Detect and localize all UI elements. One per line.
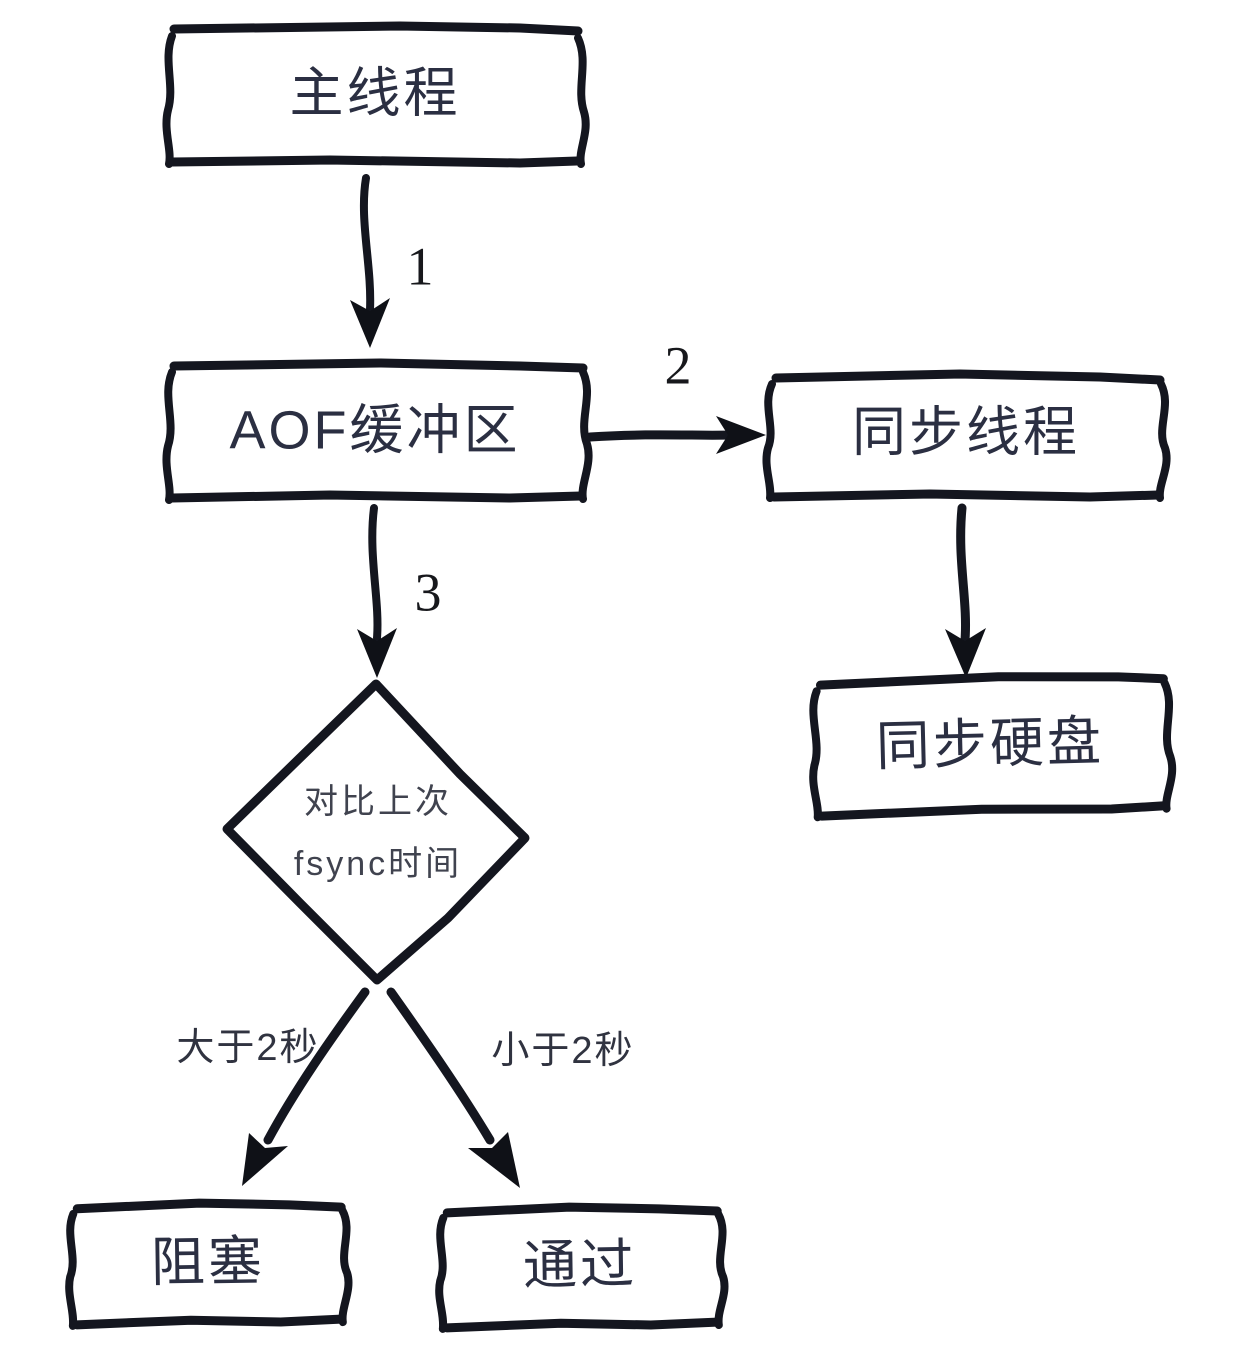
edge-decision-to-pass: 小于2秒: [386, 987, 634, 1188]
main-thread-bottom-edge: [167, 155, 582, 168]
edge-2-label: 2: [665, 335, 692, 395]
aof-buffer-bottom-edge: [167, 490, 586, 503]
edge-3-label: 3: [415, 562, 442, 622]
edge-block-arrowhead: [242, 1133, 288, 1186]
edge-buffer-to-sync-thread: 2: [585, 335, 766, 454]
compare-fsync-label-line1: 对比上次: [304, 783, 452, 821]
sync-disk-left-edge: [809, 687, 822, 822]
edge-pass-line: [386, 987, 495, 1145]
aof-buffer-left-edge: [162, 368, 176, 504]
edge-pass-arrowhead: [468, 1132, 520, 1188]
pass-top-edge: [442, 1202, 722, 1218]
sync-disk-right-edge: [1160, 678, 1177, 813]
node-sync-disk[interactable]: 同步硬盘: [809, 672, 1177, 822]
block-bottom-edge: [72, 1314, 346, 1330]
compare-fsync-label-line2: fsync时间: [294, 845, 462, 883]
pass-bottom-edge: [442, 1317, 722, 1333]
aof-buffer-label: AOF缓冲区: [229, 400, 520, 460]
block-right-edge: [338, 1206, 353, 1327]
main-thread-left-edge: [162, 32, 176, 168]
edge-decision-to-block: 大于2秒: [176, 987, 370, 1186]
block-left-edge: [65, 1209, 78, 1330]
edge-2-arrowhead: [716, 416, 766, 454]
node-compare-fsync[interactable]: 对比上次 fsync时间: [222, 679, 530, 985]
node-aof-buffer[interactable]: AOF缓冲区: [162, 358, 593, 504]
edge-sync-disk-line: [956, 503, 970, 645]
edge-1-arrowhead: [350, 298, 390, 348]
pass-right-edge: [714, 1210, 729, 1330]
main-thread-top-edge: [169, 21, 583, 36]
edge-sync-disk-arrowhead: [945, 628, 986, 678]
edge-block-label: 大于2秒: [176, 1027, 319, 1069]
node-block[interactable]: 阻塞: [65, 1198, 353, 1330]
aof-buffer-right-edge: [578, 368, 593, 503]
block-top-edge: [72, 1198, 346, 1214]
sync-thread-bottom-edge: [769, 489, 1163, 502]
sync-thread-label: 同步线程: [852, 402, 1080, 462]
edge-1-label: 1: [407, 236, 434, 296]
block-label: 阻塞: [151, 1231, 266, 1293]
edge-3-arrowhead: [357, 628, 397, 678]
edge-1-line: [359, 174, 375, 314]
sync-disk-top-edge: [815, 672, 1168, 690]
main-thread-label: 主线程: [290, 63, 461, 123]
sync-thread-right-edge: [1155, 380, 1171, 502]
compare-fsync-diamond-outline: [222, 679, 530, 985]
edge-2-line: [585, 430, 733, 442]
edge-sync-thread-to-disk: [945, 503, 986, 678]
aof-buffer-top-edge: [169, 358, 588, 373]
sync-thread-left-edge: [762, 380, 776, 502]
edge-block-line: [263, 987, 370, 1145]
node-main-thread[interactable]: 主线程: [162, 21, 590, 168]
pass-left-edge: [435, 1213, 448, 1333]
edge-buffer-to-decision: 3: [357, 504, 442, 678]
main-thread-right-edge: [574, 34, 590, 168]
edge-3-line: [368, 504, 382, 642]
pass-label: 通过: [523, 1234, 638, 1296]
sync-disk-label: 同步硬盘: [875, 711, 1104, 777]
sync-thread-top-edge: [771, 369, 1165, 385]
edge-main-to-buffer: 1: [350, 174, 434, 348]
node-sync-thread[interactable]: 同步线程: [762, 369, 1171, 502]
edge-pass-label: 小于2秒: [491, 1030, 634, 1072]
sync-disk-bottom-edge: [817, 801, 1170, 821]
node-pass[interactable]: 通过: [435, 1202, 729, 1333]
